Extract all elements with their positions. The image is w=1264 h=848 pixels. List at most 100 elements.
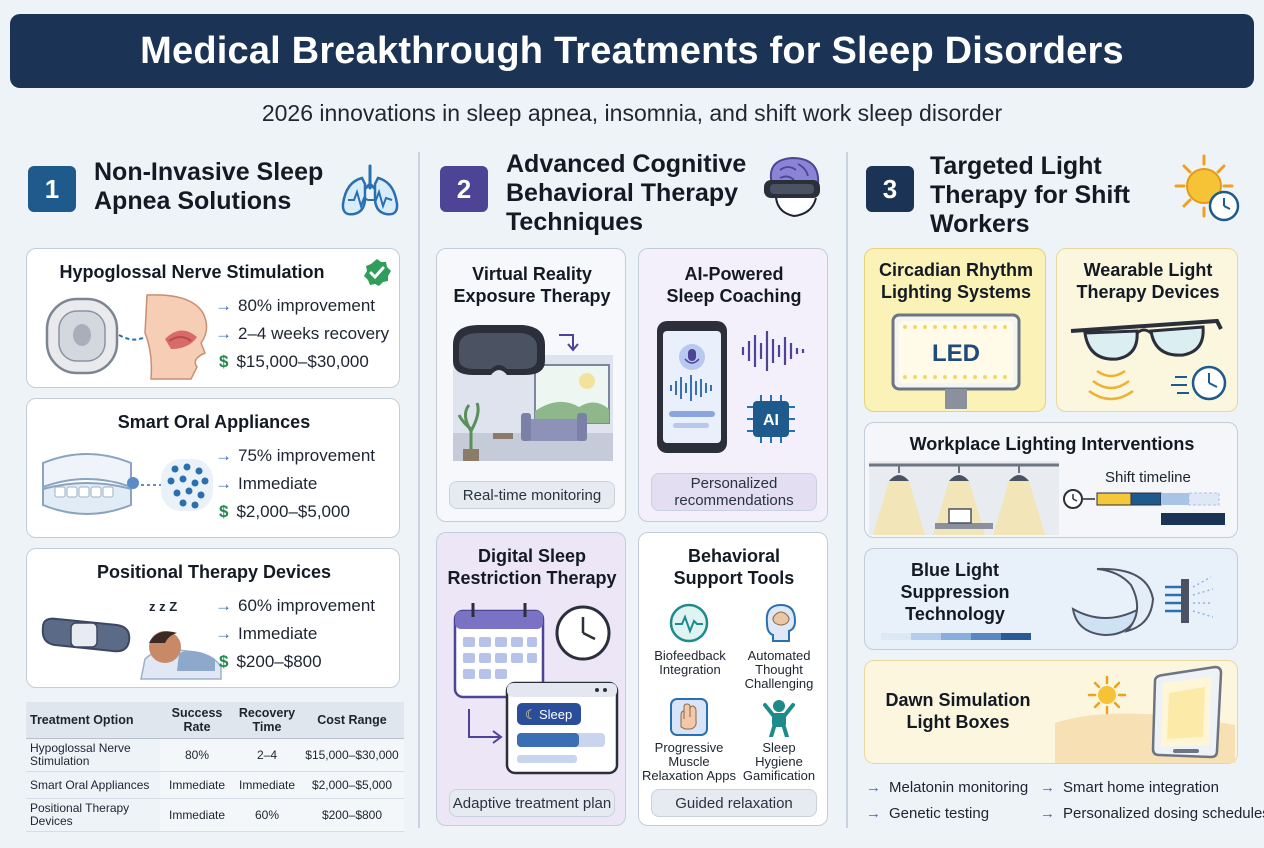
bullet-item: →Personalized dosing schedules (1040, 805, 1264, 822)
guided-relaxation-pill: Guided relaxation (651, 789, 817, 817)
section-number: 3 (866, 166, 914, 212)
bullet-item: →Smart home integration (1040, 779, 1219, 796)
table-header-row: Treatment Option Success Rate Recovery T… (26, 702, 404, 739)
table-cell: 60% (234, 798, 300, 832)
table-cell: Immediate (160, 798, 234, 832)
smart-oral-card: Smart Oral Appliances →75% improvement →… (26, 398, 400, 538)
card-title: Wearable Light Therapy Devices (1076, 260, 1220, 302)
relaxation-hand-icon (670, 698, 708, 736)
card-title: Blue Light Suppression Technology (900, 560, 1010, 624)
table-header: Recovery Time (234, 702, 300, 739)
table-row: Smart Oral Appliances Immediate Immediat… (26, 771, 404, 799)
ai-phone-illustration: AI (657, 321, 805, 453)
workplace-lighting-card: Workplace Lighting Interventions Shift t… (864, 422, 1238, 538)
table-header: Treatment Option (26, 702, 160, 739)
svg-text:Sleep: Sleep (539, 707, 572, 722)
sleep-restriction-card: Digital Sleep Restriction Therapy ☾ Slee… (436, 532, 626, 826)
recovery-stat: →Immediate (215, 474, 318, 493)
table-cell: 80% (160, 738, 234, 772)
office-lights-illustration (869, 461, 1059, 535)
card-title: Behavioral Support Tools (673, 546, 795, 588)
recovery-stat: →Immediate (215, 624, 318, 643)
circadian-lighting-card: Circadian Rhythm Lighting Systems LED (864, 248, 1046, 412)
title-banner: Medical Breakthrough Treatments for Slee… (10, 14, 1254, 88)
ai-chip-label: AI (763, 412, 779, 429)
section-title: Non-Invasive Sleep Apnea Solutions (94, 158, 324, 215)
table-cell: Immediate (160, 771, 234, 799)
table-row: Hypoglossal Nerve Stimulation 80% 2–4 $1… (26, 738, 404, 772)
lungs-icon (341, 164, 399, 216)
table-cell: Immediate (234, 771, 300, 799)
improvement-stat: →60% improvement (215, 596, 376, 615)
positional-card: Positional Therapy Devices z z Z →60% im… (26, 548, 400, 688)
section-3-header: 3 Targeted Light Therapy for Shift Worke… (866, 152, 1130, 239)
blue-filter-lens-illustration (1071, 567, 1214, 637)
card-title: Positional Therapy Devices (96, 562, 332, 582)
table-cell: Positional Therapy Devices (26, 798, 160, 832)
card-title: Dawn Simulation Light Boxes (885, 690, 1031, 732)
card-title: AI-Powered Sleep Coaching (666, 264, 802, 306)
positional-device-illustration: z z Z (41, 599, 222, 680)
card-title: Virtual Reality Exposure Therapy (453, 264, 611, 306)
hypoglossal-card: Hypoglossal Nerve Stimulation →80% impro… (26, 248, 400, 388)
wearable-light-card: Wearable Light Therapy Devices (1056, 248, 1238, 412)
section-title: Targeted Light Therapy for Shift Workers (930, 152, 1131, 238)
sun-clock-icon (1174, 154, 1240, 222)
table-cell: $200–$800 (300, 798, 404, 832)
table-cell: 2–4 (234, 738, 300, 772)
head-brain-icon (765, 603, 797, 642)
card-title: Workplace Lighting Interventions (909, 434, 1195, 454)
bullet-item: →Genetic testing (866, 805, 990, 822)
spectrum-bar (881, 633, 1031, 640)
ai-coaching-card: AI-Powered Sleep Coaching AI Personalize… (638, 248, 828, 522)
monitoring-pill: Real-time monitoring (449, 481, 615, 509)
card-title: Digital Sleep Restriction Therapy (447, 546, 617, 588)
section-number: 1 (28, 166, 76, 212)
treatment-plan-pill: Adaptive treatment plan (449, 789, 615, 817)
light-glasses-illustration (1070, 318, 1227, 401)
table-cell: Smart Oral Appliances (26, 771, 160, 799)
moon-icon: ☾ (525, 708, 537, 723)
table-cell: $2,000–$5,000 (300, 771, 404, 799)
shift-timeline-label: Shift timeline (1105, 469, 1191, 486)
table-header: Cost Range (300, 702, 404, 739)
vr-headset-brain-icon (764, 156, 820, 218)
blue-light-card: Blue Light Suppression Technology (864, 548, 1238, 650)
oral-appliance-illustration (42, 453, 213, 515)
led-label: LED (932, 340, 980, 367)
section-1-header: 1 Non-Invasive Sleep Apnea Solutions (28, 158, 323, 216)
calendar-clock-illustration: ☾ Sleep (453, 603, 619, 775)
vr-therapy-card: Virtual Reality Exposure Therapy Real-ti… (436, 248, 626, 522)
table-cell: Hypoglossal Nerve Stimulation (26, 738, 160, 772)
recovery-stat: →2–4 weeks recovery (215, 324, 390, 343)
section-title: Advanced Cognitive Behavioral Therapy Te… (506, 150, 747, 236)
check-badge-icon (364, 259, 391, 286)
shift-timeline-bar (1063, 489, 1225, 525)
page-title: Medical Breakthrough Treatments for Slee… (140, 29, 1124, 72)
nerve-stimulator-illustration (45, 294, 208, 380)
cost-stat: $$15,000–$30,000 (219, 352, 369, 371)
dawn-lightbox-illustration (1055, 665, 1235, 763)
improvement-stat: →75% improvement (215, 446, 376, 465)
table-cell: $15,000–$30,000 (300, 738, 404, 772)
section-number: 2 (440, 166, 488, 212)
column-divider (418, 152, 420, 828)
section-2-header: 2 Advanced Cognitive Behavioral Therapy … (440, 150, 746, 237)
gamification-figure-icon (763, 700, 795, 737)
table-row: Positional Therapy Devices Immediate 60%… (26, 798, 404, 832)
cost-stat: $$2,000–$5,000 (219, 502, 350, 521)
card-title: Hypoglossal Nerve Stimulation (59, 262, 325, 282)
improvement-stat: →80% improvement (215, 296, 376, 315)
heart-monitor-icon (669, 603, 709, 643)
led-panel-illustration: LED (891, 313, 1021, 409)
card-title: Circadian Rhythm Lighting Systems (878, 260, 1034, 302)
table-header: Success Rate (160, 702, 234, 739)
page-subtitle: 2026 innovations in sleep apnea, insomni… (261, 100, 1003, 126)
column-divider (846, 152, 848, 828)
